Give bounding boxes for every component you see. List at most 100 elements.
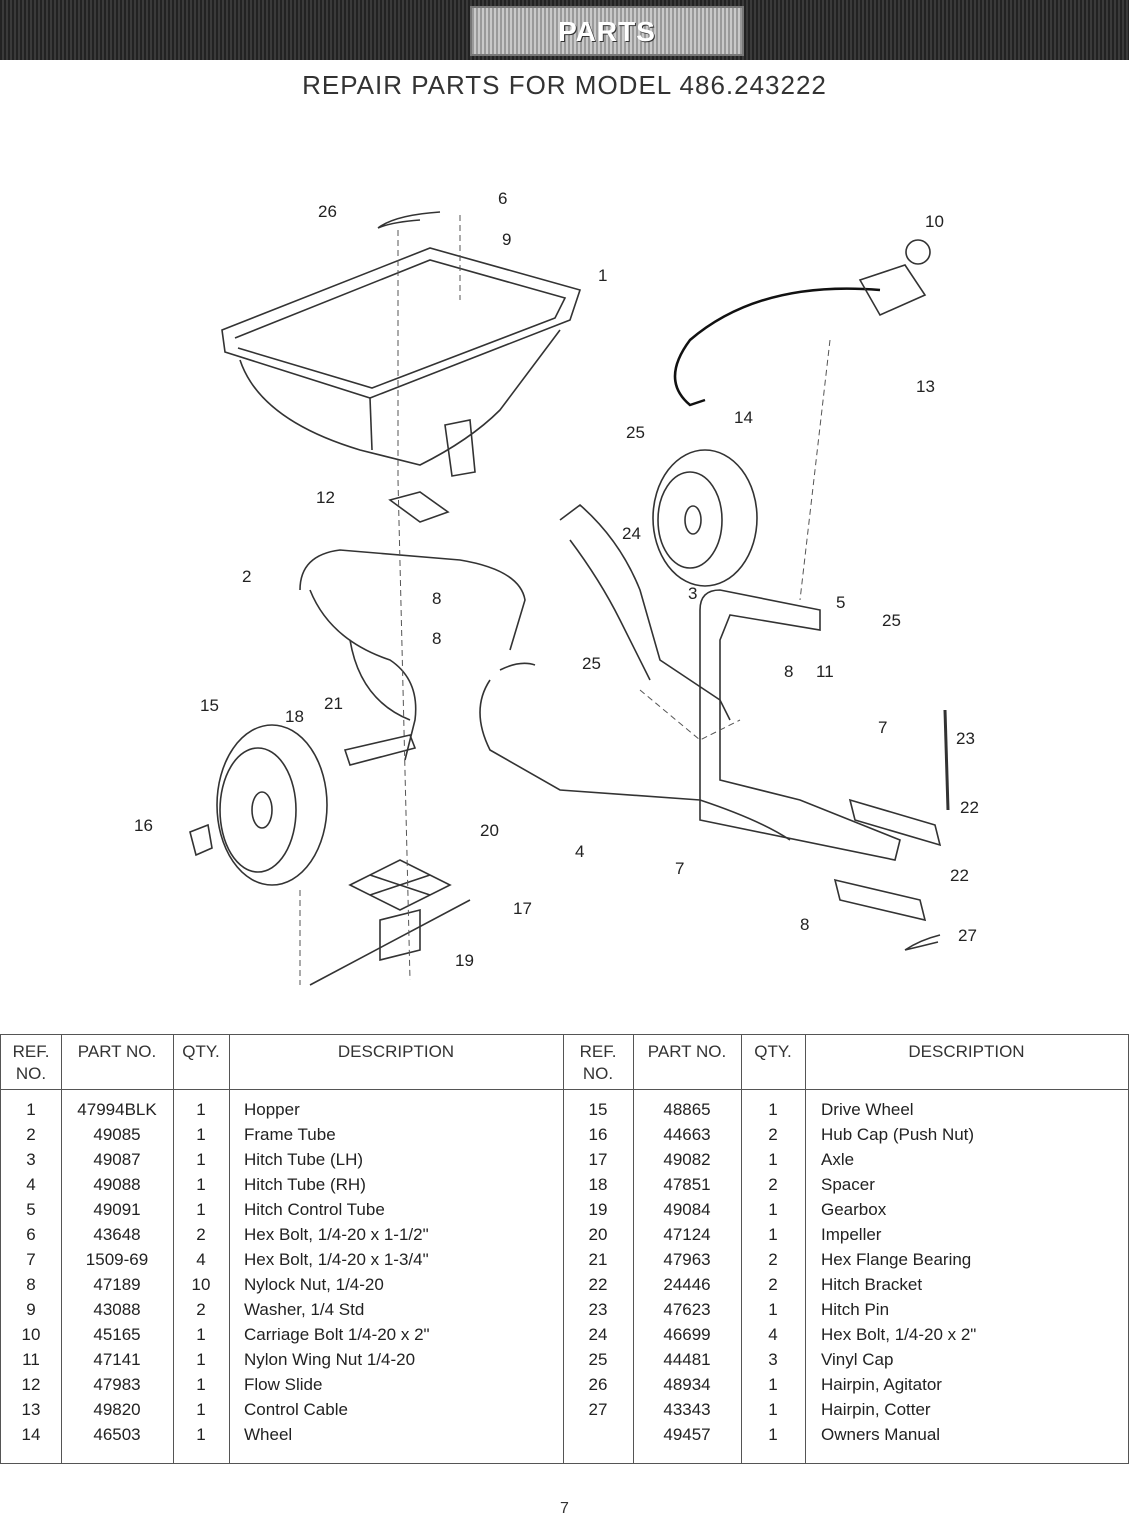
cell-part: 46699 (663, 1325, 711, 1344)
cell-part: 47124 (663, 1225, 711, 1244)
header-ref-no: REF. NO. (579, 1042, 617, 1083)
callout-8: 8 (800, 915, 809, 934)
hairpin-agitator-drawing (377, 211, 441, 229)
cell-ref: 8 (26, 1275, 36, 1294)
cell-desc: Spacer (821, 1175, 875, 1194)
cell-qty: 2 (196, 1300, 206, 1319)
cell-part: 47189 (93, 1275, 141, 1294)
hopper-bowl (239, 329, 561, 466)
callout-1: 1 (598, 266, 607, 285)
cell-part: 47851 (663, 1175, 711, 1194)
header-description: DESCRIPTION (908, 1042, 1025, 1061)
cell-ref: 9 (26, 1300, 36, 1319)
callout-15: 15 (200, 696, 219, 715)
cell-ref: 13 (21, 1400, 41, 1419)
cell-desc: Hex Flange Bearing (821, 1250, 972, 1269)
callout-4: 4 (575, 842, 584, 861)
cell-ref: 14 (21, 1425, 41, 1444)
flow-slide-drawing (388, 491, 450, 523)
cell-ref: 27 (588, 1400, 608, 1419)
cell-ref: 6 (26, 1225, 36, 1244)
cell-part: 49082 (663, 1150, 711, 1169)
cell-ref: 10 (21, 1325, 41, 1344)
callout-22: 22 (950, 866, 969, 885)
cell-qty: 1 (196, 1350, 206, 1369)
cell-part: 43648 (93, 1225, 141, 1244)
cell-part: 49088 (93, 1175, 141, 1194)
table-row: 1 47994BLK 1 Hopper (1, 1097, 1128, 1122)
callout-16: 16 (134, 816, 153, 835)
callout-8: 8 (432, 589, 441, 608)
cell-part: 44663 (663, 1125, 711, 1144)
impeller-drawing (348, 859, 452, 911)
cell-part: 44481 (663, 1350, 711, 1369)
cell-ref: 15 (588, 1100, 608, 1119)
cell-desc: Frame Tube (244, 1125, 336, 1144)
cell-desc: Hairpin, Cotter (821, 1400, 931, 1419)
cell-desc: Hopper (244, 1100, 300, 1119)
cell-part: 47983 (93, 1375, 141, 1394)
callout-6: 6 (498, 189, 507, 208)
hitch-control-tube-drawing (699, 589, 901, 861)
cell-desc: Gearbox (821, 1200, 887, 1219)
cell-part: 47141 (93, 1350, 141, 1369)
cell-ref: 19 (588, 1200, 608, 1219)
control-cable-drawing (673, 287, 881, 407)
cell-qty: 2 (768, 1125, 778, 1144)
callout-20: 20 (480, 821, 499, 840)
cell-ref: 22 (588, 1275, 608, 1294)
cell-desc: Hairpin, Agitator (821, 1375, 942, 1394)
callout-7: 7 (675, 859, 684, 878)
callout-14: 14 (734, 408, 753, 427)
cell-part: 47963 (663, 1250, 711, 1269)
hairpin-cotter-drawing (904, 934, 941, 951)
cell-qty: 4 (768, 1325, 778, 1344)
cell-desc: Wheel (244, 1425, 293, 1444)
cell-qty: 1 (196, 1175, 206, 1194)
cell-qty: 4 (196, 1250, 206, 1269)
cell-ref: 1 (26, 1100, 36, 1119)
cell-qty: 1 (196, 1200, 206, 1219)
cell-qty: 1 (768, 1375, 778, 1394)
parts-banner: PARTS (0, 0, 1129, 60)
cell-ref: 17 (588, 1150, 608, 1169)
cell-part: 43088 (93, 1300, 141, 1319)
cell-qty: 3 (768, 1350, 778, 1369)
header-qty: QTY. (754, 1042, 792, 1061)
cell-ref: 11 (22, 1350, 40, 1369)
axle-drawing (309, 899, 471, 986)
cell-qty: 1 (196, 1325, 206, 1344)
cell-ref: 20 (588, 1225, 608, 1244)
cell-desc: Nylon Wing Nut 1/4-20 (244, 1350, 416, 1369)
cell-qty: 1 (768, 1400, 778, 1419)
callout-21: 21 (324, 694, 343, 713)
cell-desc: Control Cable (244, 1400, 348, 1419)
cell-desc: Impeller (821, 1225, 882, 1244)
cable-bracket-drawing (858, 264, 927, 317)
parts-table: REF. NO. PART NO. QTY. DESCRIPTION REF. … (0, 1034, 1129, 1464)
cable-knob-drawing (905, 239, 931, 265)
drive-wheel-drawing (216, 724, 328, 886)
cell-qty: 2 (196, 1225, 206, 1244)
frame-tube-drawing (299, 549, 526, 761)
cell-qty: 1 (196, 1100, 206, 1119)
cell-ref: 25 (588, 1350, 608, 1369)
callout-3: 3 (688, 584, 697, 603)
header-part-no: PART NO. (647, 1042, 727, 1061)
callout-23: 23 (956, 729, 975, 748)
cell-desc: Washer, 1/4 Std (244, 1300, 365, 1319)
callout-8: 8 (784, 662, 793, 681)
cell-part: 47994BLK (77, 1100, 157, 1119)
